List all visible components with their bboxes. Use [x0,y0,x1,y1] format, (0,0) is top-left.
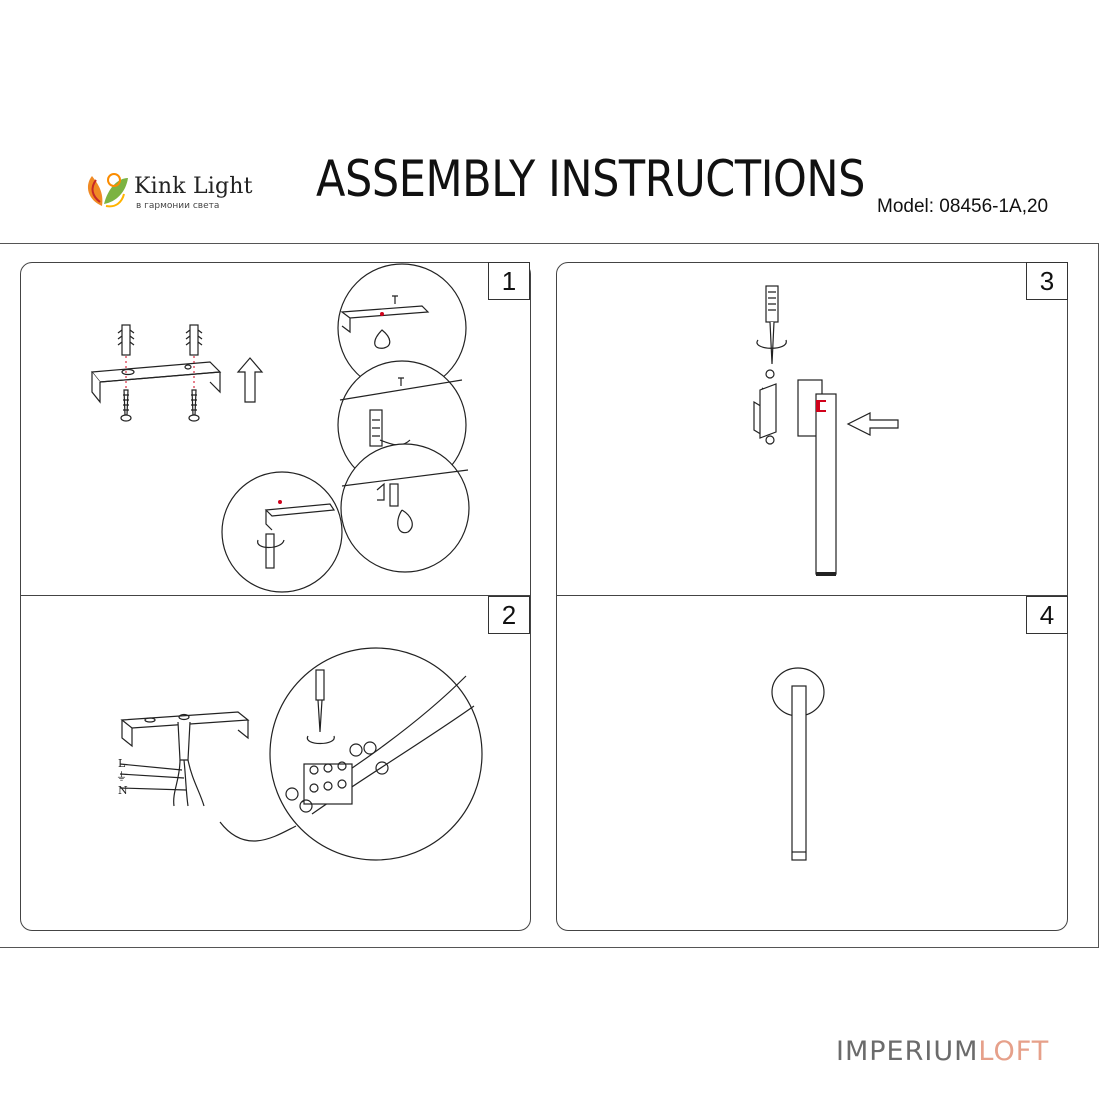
step-number-2: 2 [488,596,530,634]
logo-leaf-icon [87,173,128,208]
left-arrow-icon [846,412,899,436]
wire-label-live: L [118,757,126,770]
step1-detail-circles [221,263,470,593]
brand-part-1: IMPERIUM [836,1036,979,1067]
step-number-4: 4 [1026,596,1068,634]
step2-wiring-illustration [119,711,250,807]
panel-step-2 [20,595,531,931]
page-title: ASSEMBLY INSTRUCTIONS [316,150,865,208]
wall-anchor-icon [117,324,135,356]
step1-bracket-illustration [90,324,264,422]
footer-brand: IMPERIUMLOFT [836,1036,1049,1067]
step2-terminal-detail [219,647,483,861]
screw-icon [120,389,132,422]
step4-installed-lamp [771,667,825,861]
model-number: Model: 08456-1A,20 [877,196,1049,217]
wire-label-neutral: N [118,784,128,797]
step3-mount-illustration [753,285,899,576]
step-number-1: 1 [488,262,530,300]
logo-tagline: в гармонии света [136,201,220,211]
ground-icon: ⏚ [116,770,127,783]
panel-step-4 [556,595,1068,931]
brand-logo: Kink Light в гармонии света [78,166,268,216]
wall-anchor-icon [185,324,203,356]
step-number-3: 3 [1026,262,1068,300]
instructions-frame [0,243,1099,948]
up-arrow-icon [236,357,264,403]
screwdriver-icon [756,285,787,365]
logo-name: Kink Light [134,174,253,199]
screw-icon [188,389,200,422]
brand-part-2: LOFT [978,1036,1050,1067]
